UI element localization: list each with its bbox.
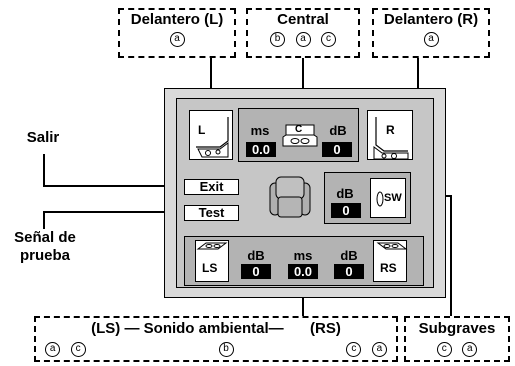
center-db-value[interactable]: 0 <box>322 142 352 157</box>
surround-left-db-unit: dB <box>247 248 265 263</box>
speaker-label-l: L <box>198 123 206 137</box>
speaker-label-ls: LS <box>202 261 218 275</box>
mark-c: c <box>70 342 86 357</box>
subwoofer-db-value[interactable]: 0 <box>331 203 361 218</box>
mark-c: c <box>320 32 336 47</box>
speaker-label-c: C <box>295 124 303 135</box>
surround-right-db-unit: dB <box>340 248 358 263</box>
listener-seat-icon <box>269 176 311 218</box>
center-speaker-icon: C <box>282 124 318 148</box>
mark-c: c <box>346 342 362 357</box>
center-db-unit: dB <box>329 123 347 138</box>
mark-a: a <box>371 342 387 357</box>
callout-front-left: Delantero (L) a <box>118 8 236 58</box>
mark-a: a <box>45 342 61 357</box>
callout-surround-title: — Sonido ambiental— <box>124 320 284 337</box>
speaker-label-sw: SW <box>384 192 402 204</box>
label-test-line2: prueba <box>19 247 70 264</box>
speaker-surround-right[interactable]: RS <box>373 240 408 282</box>
surround-left-db-value[interactable]: 0 <box>241 264 271 279</box>
exit-button[interactable]: Exit <box>184 179 239 195</box>
callout-front-right-title: Delantero (R) <box>383 11 479 28</box>
mark-a: a <box>295 32 311 47</box>
callout-center-title: Central <box>277 11 329 28</box>
mark-a: a <box>423 32 439 47</box>
surround-ms-unit: ms <box>293 248 313 263</box>
label-test-line1: Señal de <box>14 229 76 246</box>
speaker-icon <box>373 117 409 160</box>
subwoofer-db-unit: dB <box>336 186 354 201</box>
callout-surround-right: (RS) <box>310 320 341 337</box>
callout-surround-left: (LS) <box>91 320 121 337</box>
speaker-front-left[interactable]: L <box>189 110 233 160</box>
speaker-label-r: R <box>386 123 395 137</box>
callout-surround: (LS) — Sonido ambiental— (RS) a c b c a <box>34 316 398 362</box>
callout-center: Central b a c <box>246 8 360 58</box>
test-button[interactable]: Test <box>184 205 239 221</box>
subwoofer-icon <box>376 191 384 207</box>
mark-a: a <box>169 32 185 47</box>
speaker-surround-left[interactable]: LS <box>195 240 229 282</box>
speaker-icon <box>196 117 229 158</box>
mark-b: b <box>270 32 286 47</box>
callout-front-right: Delantero (R) a <box>372 8 490 58</box>
speaker-label-rs: RS <box>380 261 397 275</box>
center-ms-unit: ms <box>250 123 270 138</box>
mark-a: a <box>462 342 478 357</box>
callout-subwoofer: Subgraves c a <box>404 316 510 362</box>
speaker-icon <box>196 242 228 250</box>
speaker-front-right[interactable]: R <box>367 110 413 160</box>
mark-c: c <box>436 342 452 357</box>
label-test-signal: Señal de prueba <box>0 229 90 265</box>
mark-b: b <box>218 342 234 357</box>
speaker-subwoofer: SW <box>370 178 406 218</box>
speaker-icon <box>376 242 408 250</box>
label-exit: Salir <box>26 129 60 146</box>
surround-right-db-value[interactable]: 0 <box>334 264 364 279</box>
callout-front-left-title: Delantero (L) <box>130 11 224 28</box>
callout-subwoofer-title: Subgraves <box>418 320 496 337</box>
surround-ms-value[interactable]: 0.0 <box>288 264 318 279</box>
center-ms-value[interactable]: 0.0 <box>246 142 276 157</box>
